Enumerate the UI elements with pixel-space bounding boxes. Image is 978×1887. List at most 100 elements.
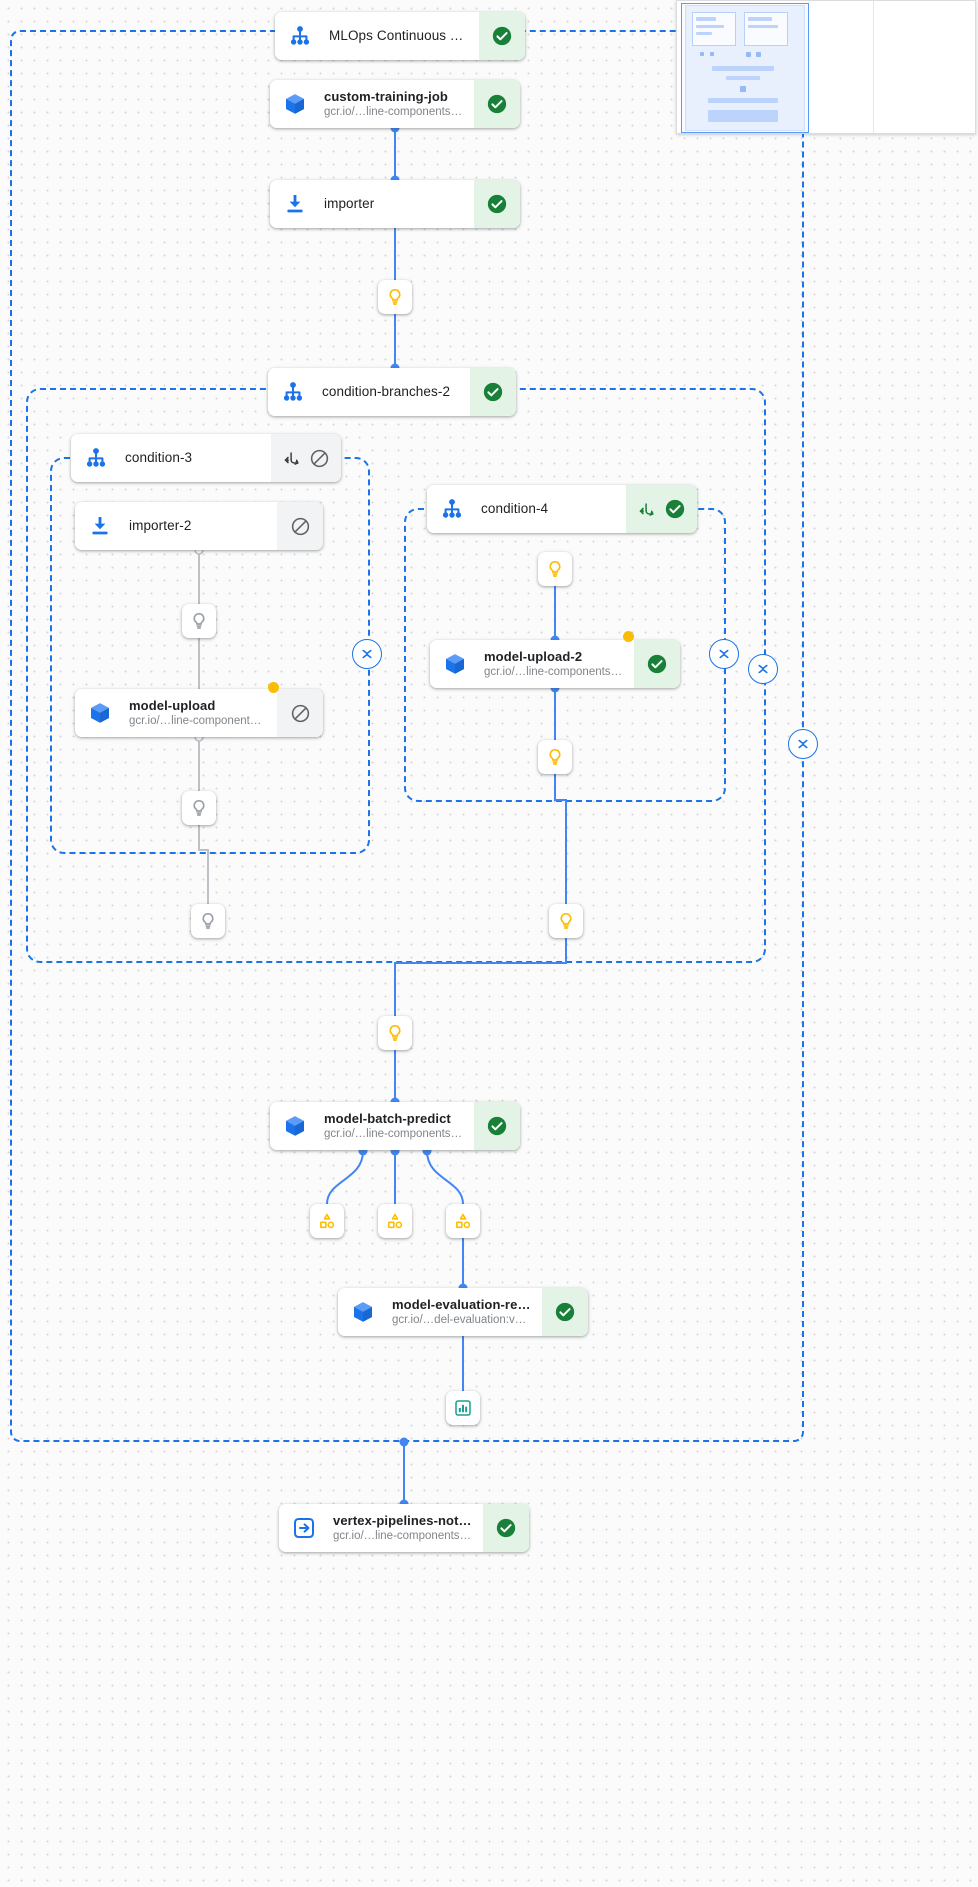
minimap-dot	[710, 52, 714, 56]
node-title: vertex-pipelines-notificat…	[333, 1512, 473, 1528]
minimap-bar	[708, 110, 778, 122]
chip-artifact-1[interactable]	[310, 1204, 344, 1238]
collapse-expand-icon	[798, 739, 808, 749]
node-model-upload[interactable]: model-upload gcr.io/…line-components:2.6…	[75, 689, 323, 737]
check-circle-icon	[647, 654, 667, 674]
minimap-content	[685, 5, 805, 131]
parameter-bulb-icon	[549, 748, 561, 765]
collapse-condition-3[interactable]	[352, 639, 382, 669]
node-title: condition-4	[481, 501, 549, 516]
check-circle-icon	[487, 194, 507, 214]
node-condition-branches-2[interactable]: condition-branches-2	[268, 368, 516, 416]
node-mlops-continuous-training[interactable]: MLOps Continuous Traini…	[275, 12, 525, 60]
chip-param-importer-2[interactable]	[182, 604, 216, 638]
collapse-condition-4[interactable]	[709, 639, 739, 669]
parameter-bulb-icon	[202, 912, 214, 929]
collapse-expand-icon	[758, 664, 768, 674]
minimap[interactable]	[676, 0, 976, 134]
status-badge[interactable]	[271, 434, 341, 482]
status-badge[interactable]	[483, 1504, 529, 1552]
check-circle-icon	[487, 1116, 507, 1136]
chip-param-model-upload-out[interactable]	[182, 791, 216, 825]
node-text: importer	[324, 196, 374, 212]
pipeline-hierarchy-icon	[287, 23, 313, 49]
collapse-branches-inner[interactable]	[748, 654, 778, 684]
minimap-viewport[interactable]	[681, 3, 809, 133]
pipeline-hierarchy-icon	[280, 379, 306, 405]
node-importer[interactable]: importer	[270, 180, 520, 228]
chip-param-model-upload-2-out[interactable]	[538, 740, 572, 774]
node-title: condition-3	[125, 450, 193, 465]
node-body: importer-2	[75, 502, 277, 550]
node-condition-3[interactable]: condition-3	[71, 434, 341, 482]
chip-param-branches-out[interactable]	[378, 1016, 412, 1050]
status-badge[interactable]	[277, 689, 323, 737]
collapse-branches-outer[interactable]	[788, 729, 818, 759]
branch-arrow-icon	[639, 502, 654, 516]
node-title: model-upload-2	[484, 648, 583, 664]
node-model-batch-predict[interactable]: model-batch-predict gcr.io/…line-compone…	[270, 1102, 520, 1150]
chip-artifact-2[interactable]	[378, 1204, 412, 1238]
status-badge[interactable]	[470, 368, 516, 416]
node-subtitle: gcr.io/…line-components:2.6.0	[324, 105, 464, 118]
chip-param-condition-4-exit[interactable]	[549, 904, 583, 938]
chip-param-condition-4-in[interactable]	[538, 552, 572, 586]
node-subtitle: gcr.io/…line-components:2.6.0	[324, 1127, 464, 1140]
node-body: model-batch-predict gcr.io/…line-compone…	[270, 1102, 474, 1150]
node-text: condition-branches-2	[322, 384, 450, 400]
import-download-icon	[87, 513, 113, 539]
node-importer-2[interactable]: importer-2	[75, 502, 323, 550]
node-model-evaluation-regression[interactable]: model-evaluation-regres… gcr.io/…del-eva…	[338, 1288, 588, 1336]
node-title: model-upload	[129, 697, 216, 713]
node-text: importer-2	[129, 518, 192, 534]
node-custom-training-job[interactable]: custom-training-job gcr.io/…line-compone…	[270, 80, 520, 128]
minimap-bar	[696, 25, 724, 28]
check-circle-icon	[496, 1518, 516, 1538]
chip-metrics[interactable]	[446, 1391, 480, 1425]
chip-param-importer[interactable]	[378, 280, 412, 314]
minimap-dot	[746, 52, 751, 57]
artifact-shapes-icon	[388, 1213, 403, 1229]
node-body: custom-training-job gcr.io/…line-compone…	[270, 80, 474, 128]
node-model-upload-2[interactable]: model-upload-2 gcr.io/…line-components:2…	[430, 640, 680, 688]
minimap-dot	[740, 86, 746, 92]
node-vertex-pipelines-notification[interactable]: vertex-pipelines-notificat… gcr.io/…line…	[279, 1504, 529, 1552]
node-subtitle: gcr.io/…line-components:2.6.0	[129, 714, 267, 727]
component-cube-icon	[282, 1113, 308, 1139]
node-text: model-batch-predict gcr.io/…line-compone…	[324, 1111, 464, 1142]
minimap-dot	[700, 52, 704, 56]
node-text: condition-3	[125, 450, 192, 466]
chip-param-condition-3-out[interactable]	[191, 904, 225, 938]
metrics-bar-icon	[455, 1400, 471, 1416]
branch-arrow-icon	[284, 451, 299, 465]
node-subtitle: gcr.io/…line-components:2.6.0	[333, 1529, 473, 1542]
node-body: condition-4	[427, 485, 626, 533]
artifact-shapes-icon	[320, 1213, 335, 1229]
node-title: condition-branches-2	[322, 384, 451, 399]
status-badge[interactable]	[474, 80, 520, 128]
node-title: MLOps Continuous Traini…	[329, 28, 469, 43]
parameter-bulb-icon	[193, 799, 205, 816]
status-badge[interactable]	[542, 1288, 588, 1336]
warning-dot-model-upload-2	[623, 631, 634, 642]
status-badge[interactable]	[277, 502, 323, 550]
status-badge[interactable]	[479, 12, 525, 60]
parameter-bulb-icon	[389, 1024, 401, 1041]
minimap-side	[873, 1, 975, 133]
node-subtitle: gcr.io/…del-evaluation:v0.9.3	[392, 1313, 532, 1326]
node-body: importer	[270, 180, 474, 228]
parameter-bulb-icon	[560, 912, 572, 929]
status-badge[interactable]	[474, 1102, 520, 1150]
status-badge[interactable]	[474, 180, 520, 228]
status-badge[interactable]	[634, 640, 680, 688]
warning-dot-model-upload	[268, 682, 279, 693]
node-body: condition-3	[71, 434, 271, 482]
exit-arrow-icon	[291, 1515, 317, 1541]
pipeline-hierarchy-icon	[83, 445, 109, 471]
node-subtitle: gcr.io/…line-components:2.6.0	[484, 665, 624, 678]
status-badge[interactable]	[626, 485, 697, 533]
node-condition-4[interactable]: condition-4	[427, 485, 697, 533]
minimap-bar	[708, 98, 778, 103]
chip-artifact-3[interactable]	[446, 1204, 480, 1238]
